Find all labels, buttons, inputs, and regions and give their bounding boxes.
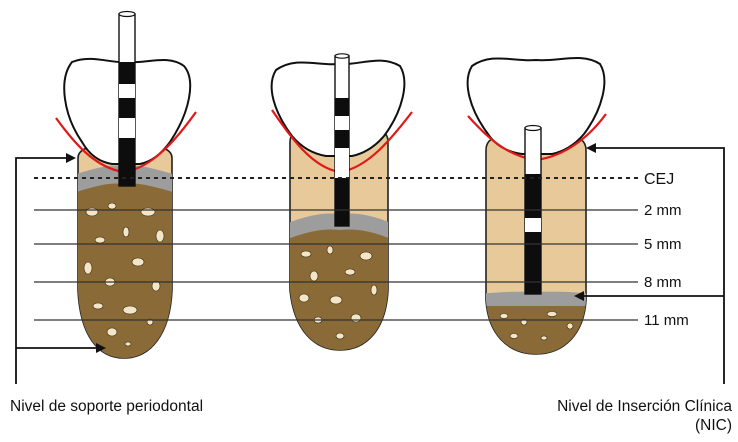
depth-label-8mm: 8 mm (644, 274, 682, 291)
tooth-icon (56, 12, 196, 371)
caption-left-text: Nivel de soporte periodontal (10, 398, 203, 415)
alveolar-bone (478, 306, 594, 362)
periodontal-probe-icon (119, 12, 135, 187)
reference-line-labels: CEJ 2 mm 5 mm 8 mm 11 mm (644, 171, 689, 329)
periodontal-probe-icon (335, 54, 349, 226)
tooth-icon (272, 54, 412, 360)
caption-clinical-attachment: Nivel de Inserción Clínica (NIC) (557, 397, 732, 435)
caption-right-line1: Nivel de Inserción Clínica (557, 397, 732, 416)
depth-label-11mm: 11 mm (644, 312, 689, 329)
caption-right-line2: (NIC) (557, 416, 732, 435)
depth-label-2mm: 2 mm (644, 202, 682, 219)
cej-label: CEJ (644, 171, 674, 188)
caption-periodontal-support: Nivel de soporte periodontal (10, 397, 203, 416)
depth-label-5mm: 5 mm (644, 236, 682, 253)
alveolar-bone (280, 226, 398, 361)
